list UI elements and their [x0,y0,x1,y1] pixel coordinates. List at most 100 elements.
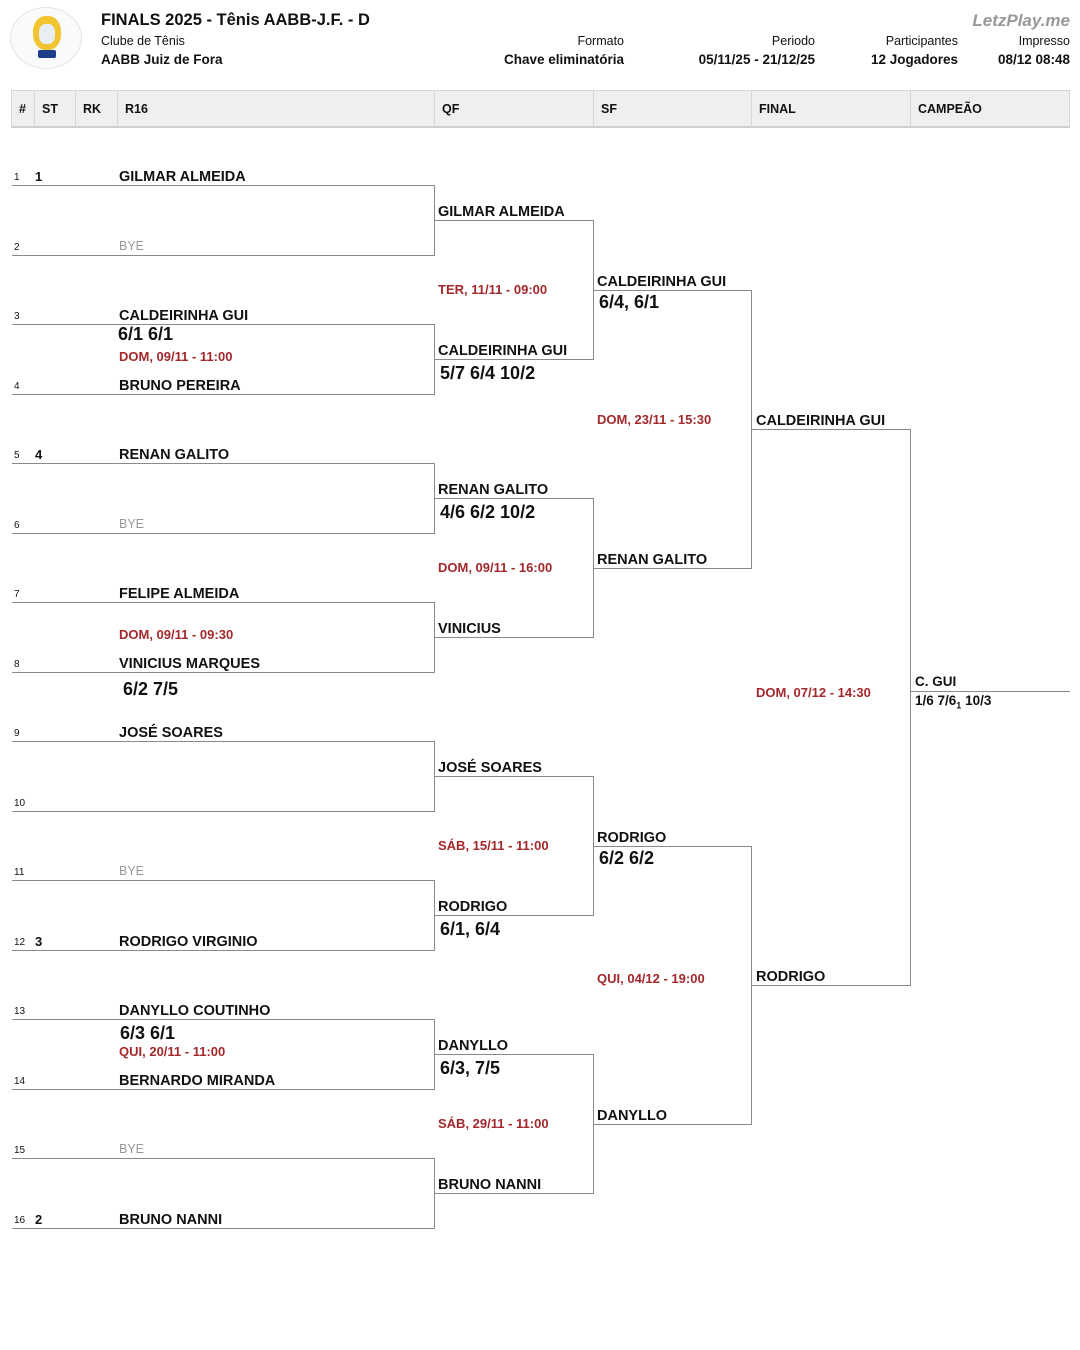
qf-player-name: JOSÉ SOARES [438,760,542,776]
sf-score: 6/4, 6/1 [599,292,660,312]
r16-score: 6/2 7/5 [123,679,179,699]
slot-number: 15 [14,1145,26,1156]
slot-number: 7 [14,589,20,600]
bracket-line [12,602,434,603]
bracket-line [593,568,751,569]
slot-number: 1 [14,172,20,183]
match-date: DOM, 09/11 - 09:30 [119,627,234,642]
champion-tiebreak: 1 [956,700,962,711]
qf-player-name: RENAN GALITO [438,482,549,498]
qf-score: 6/1, 6/4 [440,919,501,939]
sf-player-name: CALDEIRINHA GUI [597,274,727,290]
slot-number: 3 [14,311,20,322]
bracket-line [751,429,910,430]
bracket-line [12,811,434,812]
qf-player-name: BRUNO NANNI [438,1177,542,1193]
slot-number: 9 [14,728,20,739]
bracket-line [12,880,434,881]
participants-value: 12 Jogadores [870,52,958,67]
bracket-line [12,394,434,395]
bracket-line [434,498,593,499]
brand-link[interactable]: LetzPlay.me [972,11,1070,30]
player-name: VINICIUS MARQUES [119,656,260,672]
match-date: DOM, 09/11 - 11:00 [119,349,233,364]
player-name: RODRIGO VIRGINIO [119,934,258,950]
bracket-line [751,985,910,986]
player-name: BRUNO NANNI [119,1212,223,1228]
format-label: Formato [577,34,624,48]
bracket-line [12,324,434,325]
slot-number: 8 [14,659,20,670]
qf-player-name: GILMAR ALMEIDA [438,204,565,220]
bracket-line [434,1193,593,1194]
player-name: DANYLLO COUTINHO [119,1003,271,1019]
col-rank: RK [76,91,118,127]
bracket-line [593,1124,751,1125]
qf-score: 5/7 6/4 10/2 [440,363,536,383]
slot-number: 5 [14,450,20,461]
match-date: QUI, 04/12 - 19:00 [597,971,705,986]
sf-player-name: DANYLLO [597,1108,668,1124]
printed-value: 08/12 08:48 [997,52,1070,67]
match-date: SÁB, 15/11 - 11:00 [438,838,549,853]
col-champion: CAMPEÃO [918,102,982,116]
bracket-line [434,776,593,777]
bye-slot: BYE [119,864,145,878]
bracket-line [434,220,593,221]
bracket-line [593,846,751,847]
tournament-title: FINALS 2025 - Tênis AABB-J.F. - D [101,11,370,29]
player-name: JOSÉ SOARES [119,725,223,741]
slot-number: 2 [14,242,20,253]
player-name: GILMAR ALMEIDA [119,169,246,185]
match-date: DOM, 23/11 - 15:30 [597,412,712,427]
bracket-line [12,1228,434,1229]
bracket-line [12,463,434,464]
final-match-date: DOM, 07/12 - 14:30 [756,685,871,700]
bye-slot: BYE [119,517,145,531]
bye-slot: BYE [119,1142,145,1156]
sf-player-name: RENAN GALITO [597,552,708,568]
player-name: BERNARDO MIRANDA [119,1073,276,1089]
slot-number: 11 [14,867,25,878]
club-name: AABB Juiz de Fora [101,52,223,67]
bracket-line [12,1158,434,1159]
bracket-line [910,691,1070,692]
period-value: 05/11/25 - 21/12/25 [698,52,815,67]
bye-slot: BYE [119,239,145,253]
final-player-name: RODRIGO [756,969,826,985]
qf-player-name: CALDEIRINHA GUI [438,343,568,359]
slot-number: 6 [14,520,20,531]
bracket-line [434,359,593,360]
qf-player-name: VINICIUS [438,621,501,637]
bracket-line [12,741,434,742]
slot-number: 10 [14,798,26,809]
format-value: Chave eliminatória [503,52,624,67]
champion-name: C. GUI [915,674,957,689]
col-qf: QF [435,91,594,127]
bracket-line [12,950,434,951]
qf-player-name: RODRIGO [438,899,508,915]
bracket-line [12,533,434,534]
slot-number: 13 [14,1006,26,1017]
bracket-line [12,255,434,256]
seed: 3 [35,934,43,949]
sf-score: 6/2 6/2 [599,848,655,868]
seed: 2 [35,1212,43,1227]
col-sf: SF [594,91,752,127]
match-date: SÁB, 29/11 - 11:00 [438,1116,549,1131]
match-date: TER, 11/11 - 09:00 [438,282,548,297]
qf-score: 6/3, 7/5 [440,1058,501,1078]
qf-player-name: DANYLLO [438,1038,509,1054]
col-final: FINAL [752,91,911,127]
slot-number: 14 [14,1076,26,1087]
slot-number: 4 [14,381,20,392]
club-logo [10,7,82,69]
sf-player-name: RODRIGO [597,830,667,846]
bracket-line [12,1019,434,1020]
club-label: Clube de Tênis [101,34,185,48]
bracket-line [12,672,434,673]
bracket-line [12,185,434,186]
player-name: RENAN GALITO [119,447,230,463]
col-r16: R16 [118,91,435,127]
slot-number: 16 [14,1215,26,1226]
